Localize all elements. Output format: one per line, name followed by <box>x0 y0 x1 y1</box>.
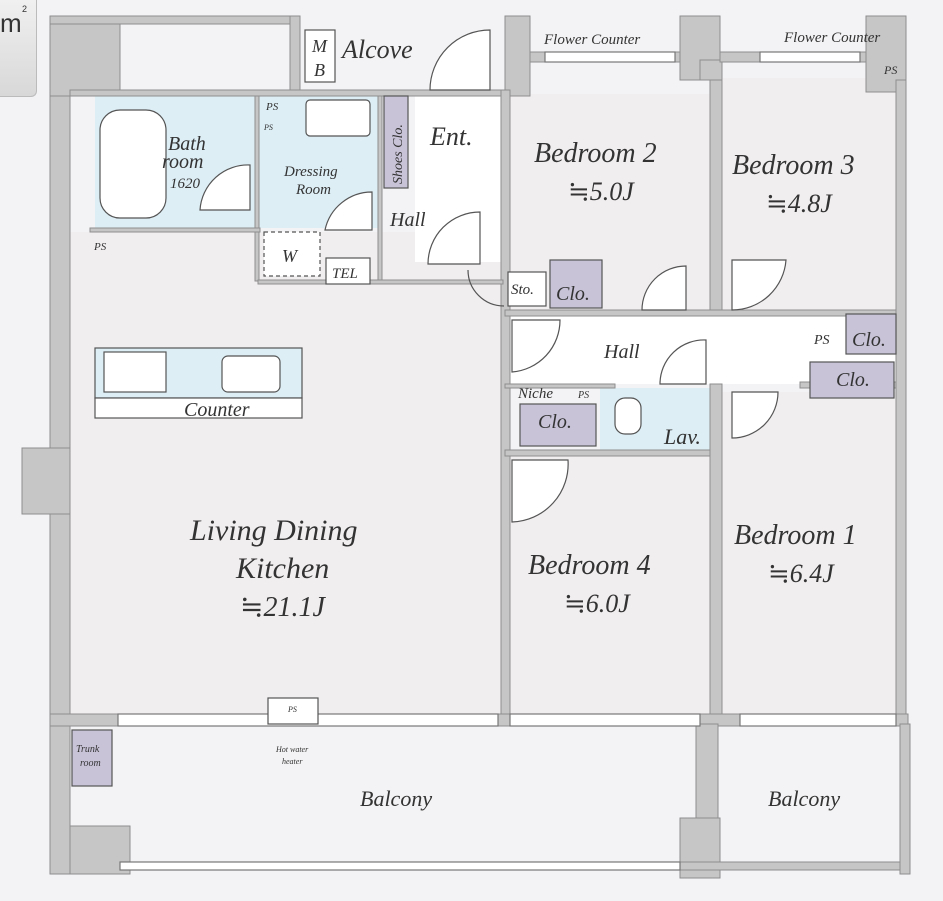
bathroom-label-3: 1620 <box>170 176 201 192</box>
tel-label: TEL <box>332 266 358 282</box>
door-bedroom3 <box>731 259 787 311</box>
trunk-room-label-1: Trunk <box>76 744 100 755</box>
ps-label: PS <box>265 101 279 113</box>
ps-label: PS <box>813 333 830 348</box>
closet-b4-label: Clo. <box>538 411 572 433</box>
bedroom3-size: ≒4.8J <box>766 189 833 218</box>
door-dressing <box>324 191 373 231</box>
kitchen-counter-bottom <box>94 397 303 419</box>
bedroom2-name: Bedroom 2 <box>534 138 657 169</box>
shoes-closet <box>383 95 409 189</box>
bedroom1-fill <box>722 392 896 720</box>
hall-mid-label: Hall <box>603 341 640 363</box>
door-bedroom2 <box>641 265 687 311</box>
ps-label: PS <box>883 63 897 77</box>
flower-counter-2: Flower Counter <box>783 30 880 46</box>
mb-label-m: M <box>311 36 328 56</box>
bathroom-label-2: room <box>162 151 203 173</box>
hall-top-label: Hall <box>389 209 426 231</box>
ps-label: PS <box>93 241 107 253</box>
bedroom2-size: ≒5.0J <box>568 177 635 206</box>
closet-b2-box <box>549 259 603 309</box>
toilet <box>614 397 642 435</box>
dressing-label-1: Dressing <box>283 164 338 180</box>
trunk-room-box <box>71 729 113 787</box>
door-hall-west <box>511 319 561 373</box>
storage-box <box>507 271 547 307</box>
mb-box <box>304 29 336 83</box>
ldk-fill <box>70 232 504 720</box>
door-swings <box>199 29 787 523</box>
ps-label: PS <box>577 390 589 401</box>
stove <box>103 351 167 393</box>
bathroom-label-1: Bath <box>168 133 206 155</box>
area-unit-text: m <box>0 8 22 38</box>
dressing-sink <box>305 99 371 137</box>
closet-b3-label: Clo. <box>852 329 886 351</box>
bedroom1-size: ≒6.4J <box>768 559 835 588</box>
door-lav <box>659 339 707 385</box>
bathtub <box>99 109 167 219</box>
tel-box <box>325 257 371 285</box>
storage-label: Sto. <box>511 282 534 298</box>
closet-b3-box <box>845 313 897 355</box>
closet-b2-label: Clo. <box>556 283 590 305</box>
hot-water-label-2: heater <box>282 757 303 766</box>
washer-label: W <box>282 246 299 266</box>
ps-label: PS <box>263 123 273 132</box>
mb-label-b: B <box>314 60 325 80</box>
trunk-room-label-2: room <box>80 758 101 769</box>
ldk-name-1: Living Dining <box>189 514 358 547</box>
closet-b1-box <box>809 361 895 399</box>
hot-water-label-1: Hot water <box>275 745 309 754</box>
door-ldk <box>467 269 505 307</box>
ldk-name-2: Kitchen <box>235 552 329 585</box>
alcove-label: Alcove <box>340 35 413 64</box>
bedroom4-size: ≒6.0J <box>564 589 631 618</box>
door-entrance <box>429 29 491 91</box>
water-heater-box <box>267 697 319 725</box>
washer-box <box>263 231 321 277</box>
bedroom1-name: Bedroom 1 <box>734 520 857 551</box>
entrance-label: Ent. <box>429 122 473 151</box>
balcony-side-label: Balcony <box>768 786 840 811</box>
balcony-main-label: Balcony <box>360 786 432 811</box>
ldk-size: ≒21.1J <box>240 592 326 623</box>
shoes-closet-label: Shoes Clo. <box>391 124 406 184</box>
area-unit-sup: 2 <box>22 4 28 14</box>
area-unit-tag: m 2 <box>0 0 37 97</box>
labels: Alcove M B Ent. Shoes Clo. Bath room 162… <box>76 30 897 811</box>
door-hall <box>427 211 481 265</box>
door-bedroom4 <box>511 459 569 523</box>
niche-label: Niche <box>517 386 553 402</box>
closet-b4-box <box>519 403 597 447</box>
bedroom4-name: Bedroom 4 <box>528 550 651 581</box>
kitchen-sink <box>221 355 281 393</box>
counter-label: Counter <box>184 399 250 421</box>
ps-label: PS <box>287 705 297 714</box>
fixtures <box>71 29 897 787</box>
flower-counter-1: Flower Counter <box>543 32 640 48</box>
bedroom3-name: Bedroom 3 <box>732 150 855 181</box>
dressing-label-2: Room <box>295 182 331 198</box>
door-bath <box>199 164 251 211</box>
door-bedroom1 <box>731 391 779 439</box>
closet-b1-label: Clo. <box>836 369 870 391</box>
lav-label: Lav. <box>663 424 701 449</box>
